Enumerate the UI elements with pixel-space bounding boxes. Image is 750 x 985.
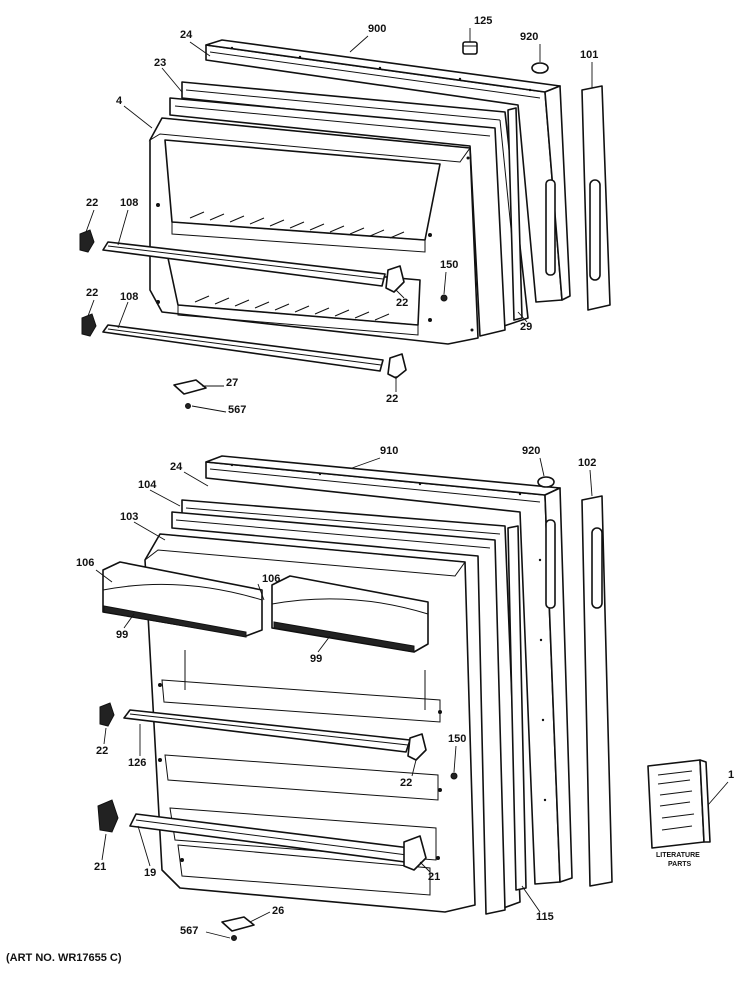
callout-900: 900 — [368, 23, 387, 35]
fresh-food-outer-door-panel — [205, 455, 573, 885]
fresh-food-bin-right — [271, 575, 429, 653]
fresh-food-clip-left-upper — [99, 702, 115, 727]
callout-150-top: 150 — [440, 259, 459, 271]
callout-920-bottom: 920 — [522, 445, 541, 457]
callout-102: 102 — [578, 457, 597, 469]
literature-label-line1: LITERATURE — [656, 852, 700, 859]
callout-24-top: 24 — [180, 29, 193, 41]
freezer-plug — [531, 62, 549, 74]
freezer-shelf-bar-lower — [102, 324, 384, 372]
fresh-food-screw — [450, 772, 458, 780]
art-number: (ART NO. WR17655 C) — [6, 952, 122, 964]
fresh-food-door-strip — [507, 525, 527, 891]
callout-21-left: 21 — [94, 861, 107, 873]
fresh-food-bin-left — [102, 561, 263, 638]
callout-24-bottom: 24 — [170, 461, 183, 473]
callout-23: 23 — [154, 57, 167, 69]
callout-99-right: 99 — [310, 653, 323, 665]
callout-22-right-lower: 22 — [386, 393, 399, 405]
fresh-food-bracket-left — [97, 799, 119, 833]
callout-104: 104 — [138, 479, 157, 491]
callout-1: 1 — [728, 769, 735, 781]
callout-103: 103 — [120, 511, 139, 523]
callout-106-right: 106 — [262, 573, 281, 585]
callout-108-lower: 108 — [120, 291, 139, 303]
freezer-door-liner — [148, 117, 479, 345]
callout-29: 29 — [520, 321, 533, 333]
freezer-hinge-screw — [185, 403, 191, 409]
fresh-food-handle-trim — [581, 495, 613, 887]
leader-lines — [85, 28, 729, 939]
freezer-clip-left-lower — [81, 313, 97, 337]
freezer-screw — [440, 294, 448, 302]
freezer-gasket — [169, 97, 506, 337]
fresh-food-gasket-inner — [171, 511, 506, 915]
freezer-cap — [462, 41, 478, 55]
callout-920-top: 920 — [520, 31, 539, 43]
freezer-door-strip — [507, 107, 523, 321]
callout-26: 26 — [272, 905, 285, 917]
literature-booklet — [647, 759, 711, 849]
freezer-clip-right-lower — [387, 353, 407, 379]
freezer-clip-right-upper — [385, 265, 405, 293]
callout-126: 126 — [128, 757, 147, 769]
callout-115: 115 — [536, 911, 554, 923]
freezer-shelf-bar-upper — [102, 241, 386, 287]
fresh-food-plug — [537, 476, 555, 488]
callout-19: 19 — [144, 867, 157, 879]
callout-101: 101 — [580, 49, 599, 61]
freezer-outer-door-panel — [205, 39, 571, 303]
callout-22-right-upper: 22 — [396, 297, 409, 309]
callout-567-top: 567 — [228, 404, 247, 416]
freezer-hinge-plate — [173, 379, 207, 395]
callout-27: 27 — [226, 377, 239, 389]
callout-4: 4 — [116, 95, 123, 107]
freezer-handle-trim — [581, 85, 611, 311]
callout-21-right: 21 — [428, 871, 441, 883]
callout-150-bottom: 150 — [448, 733, 467, 745]
callout-22-left-upper: 22 — [86, 197, 99, 209]
fresh-food-hinge-screw — [231, 935, 237, 941]
fresh-food-hinge-plate — [221, 916, 255, 932]
callout-22-left-bottom: 22 — [96, 745, 109, 757]
callout-910: 910 — [380, 445, 399, 457]
literature-label-line2: PARTS — [668, 861, 692, 868]
callout-99-left: 99 — [116, 629, 129, 641]
callout-108-upper: 108 — [120, 197, 139, 209]
fresh-food-clip-right-upper — [407, 733, 427, 761]
callout-106-left: 106 — [76, 557, 95, 569]
callout-567-bottom: 567 — [180, 925, 199, 937]
fresh-food-bracket-right — [403, 835, 427, 871]
callout-22-right-bottom: 22 — [400, 777, 413, 789]
callout-125: 125 — [474, 15, 493, 27]
callout-22-left-lower: 22 — [86, 287, 99, 299]
freezer-clip-left-upper — [79, 229, 95, 253]
